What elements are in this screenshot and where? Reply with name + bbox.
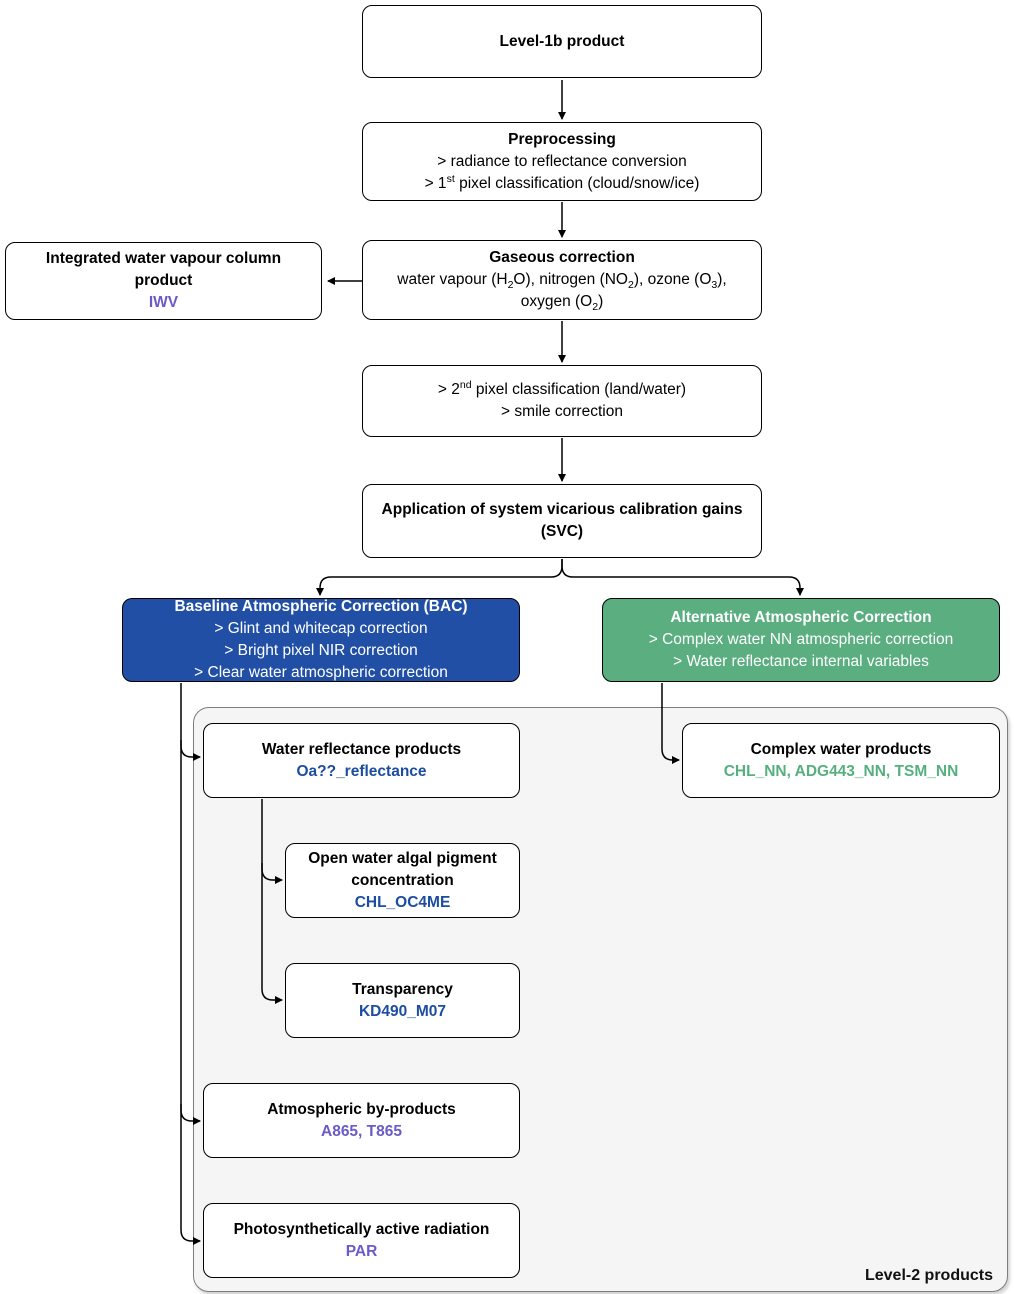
box-line: Transparency [352,980,453,998]
node-level-1b-product: Level-1b product [362,5,762,78]
box-line: > radiance to reflectance conversion [437,152,687,170]
arrow-svc-to-bac [316,559,563,596]
level2-products-label: Level-2 products [864,1267,993,1284]
box-line: Preprocessing [508,130,616,148]
box-line: Application of system vicarious calibrat… [381,501,743,540]
box-line: > Clear water atmospheric correction [194,664,448,681]
box-line: > 2nd pixel classification (land/water) [437,378,687,398]
box-line: > Bright pixel NIR correction [224,642,418,659]
box-line: > Water reflectance internal variables [673,653,929,670]
box-line: Complex water products [750,740,932,758]
box-line: water vapour (H2O), nitrogen (NO2), ozon… [397,271,727,292]
node-second-pixel-classification: > 2nd pixel classification (land/water) >… [362,365,762,437]
box-line: > Glint and whitecap correction [214,620,428,637]
box-line: > smile correction [501,403,623,420]
box-line: Gaseous correction [489,249,635,266]
node-svc-gains: Application of system vicarious calibrat… [362,484,762,558]
box-line: oxygen (O2) [520,293,604,314]
box-line: IWV [148,294,179,311]
node-gaseous-correction: Gaseous correction water vapour (H2O), ni… [362,240,762,320]
box-line: Level-1b product [499,32,625,50]
box-line: CHL_NN, ADG443_NN, TSM_NN [723,762,959,780]
box-line: > 1st pixel classification (cloud/snow/i… [424,172,700,192]
arrow-svc-to-alternative [561,559,804,596]
box-line: Baseline Atmospheric Correction (BAC) [174,598,468,615]
node-preprocessing: Preprocessing > radiance to reflectance c… [362,122,762,201]
box-line: Oa??_reflectance [296,762,427,780]
box-line: CHL_OC4ME [354,893,451,911]
box-line: A865, T865 [321,1122,402,1140]
node-alternative-atmospheric-correction: Alternative Atmospheric Correction > Comp… [602,598,1000,682]
box-line: Atmospheric by-products [267,1100,456,1118]
box-line: Integrated water vapour column product [45,250,282,289]
node-baseline-atmospheric-correction: Baseline Atmospheric Correction (BAC) > G… [122,598,520,682]
box-line: Alternative Atmospheric Correction [670,609,932,626]
box-line: Open water algal pigment concentration [308,849,497,889]
box-line: KD490_M07 [358,1002,447,1020]
box-line: Photosynthetically active radiation [233,1220,490,1238]
box-line: PAR [345,1242,378,1260]
box-line: Water reflectance products [261,740,462,758]
box-line: > Complex water NN atmospheric correctio… [648,631,954,648]
